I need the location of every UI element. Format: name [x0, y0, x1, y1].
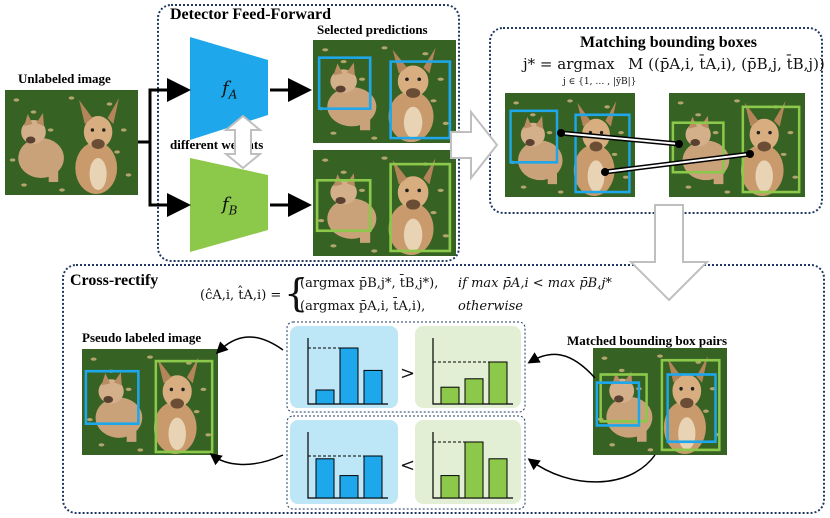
prediction-image-b	[313, 150, 456, 256]
histogram-bar	[440, 475, 460, 499]
detector-b-shape	[190, 158, 268, 252]
cross-rectify-title: Cross-rectify	[70, 272, 159, 289]
histogram-axes	[307, 432, 388, 499]
to-matching-arrow	[450, 109, 499, 181]
to-rectify-arrow	[628, 204, 710, 302]
histogram-bar	[464, 441, 484, 499]
rectify-case-2: (argmax p̄A,i, t̄A,i),	[300, 299, 426, 314]
histogram-bar	[488, 458, 508, 499]
dog-photo	[593, 348, 727, 455]
histogram-bar	[363, 455, 383, 499]
rectify-case-1-condition: if max p̄A,i < max p̄B,j*	[458, 276, 612, 291]
histogram-bar	[363, 369, 383, 405]
different-weights-arrow	[223, 114, 263, 170]
matched-pairs-image	[593, 348, 727, 455]
dog-photo	[82, 349, 218, 455]
selected-predictions-label: Selected predictions	[317, 22, 428, 37]
histogram-bar	[315, 389, 335, 405]
matching-formula-lhs: j* = argmax	[523, 55, 615, 73]
unlabeled-image-label: Unlabeled image	[18, 71, 111, 86]
histogram-bar	[440, 386, 460, 405]
rectify-case-1: (argmax p̄B,j*, t̄B,j*),	[300, 276, 439, 291]
detector-b-label: fB	[222, 194, 238, 218]
histogram-axes	[432, 432, 513, 499]
dog-photo	[313, 40, 456, 143]
histogram-axes	[307, 338, 388, 405]
dog-photo	[313, 150, 456, 256]
histogram-bar	[488, 361, 508, 405]
comparison-less: <	[400, 455, 416, 476]
matching-connections	[557, 129, 754, 176]
input-split-line-lower	[148, 142, 191, 217]
histogram-bar	[315, 458, 335, 499]
rectify-formula-brace: {	[284, 271, 309, 315]
histogram-bar	[464, 378, 484, 405]
cross-rectify-panel	[62, 264, 825, 514]
matching-formula-rhs: M ((p̄A,i, t̄A,i), (p̄B,j, t̄B,j))	[628, 55, 825, 73]
histogram-bar	[339, 475, 359, 499]
histograms	[307, 338, 513, 499]
curve-arrow-bottom	[209, 453, 284, 466]
dog-photo	[505, 93, 635, 197]
pseudo-labeled-image	[82, 349, 218, 455]
input-split-line	[138, 78, 191, 144]
matching-title: Matching bounding boxes	[580, 34, 757, 51]
detector-a-shape	[190, 37, 268, 140]
feed-forward-title: Detector Feed-Forward	[170, 6, 331, 23]
rectify-formula-lhs: (ĉA,i, t̂A,i) =	[200, 288, 282, 303]
comparison-greater: >	[400, 363, 416, 384]
matching-image-a	[505, 93, 635, 197]
unlabeled-image	[5, 90, 138, 195]
curve-arrow-top	[215, 336, 284, 355]
curve-arrow-right-bottom	[527, 454, 656, 483]
comparison-frame-bottom	[286, 415, 526, 510]
prediction-image-a	[313, 40, 456, 143]
pseudo-labeled-image-label: Pseudo labeled image	[82, 330, 202, 345]
comparison-frame-top	[286, 321, 526, 413]
dog-photo	[5, 90, 138, 195]
rectify-case-2-condition: otherwise	[458, 299, 523, 314]
histogram-bar	[339, 347, 359, 405]
matched-pairs-label: Matched bounding box pairs	[567, 333, 728, 348]
detector-a-label: fA	[222, 78, 238, 102]
curve-arrow-right-top	[527, 352, 596, 379]
histogram-axes	[432, 338, 513, 405]
matching-formula-range: j ∈ {1, … , |ȳB|}	[563, 77, 637, 87]
